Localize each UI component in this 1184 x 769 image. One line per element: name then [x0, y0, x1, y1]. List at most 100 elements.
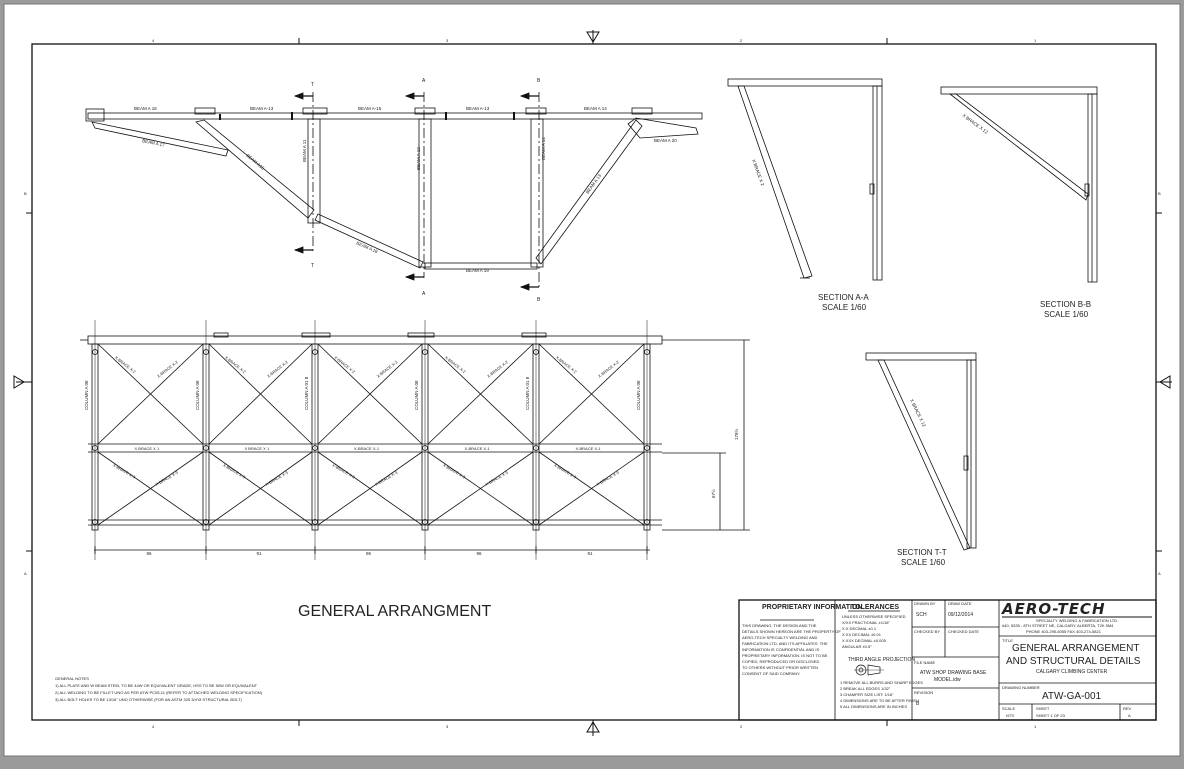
proprietary-line: TO OTHERS WITHOUT PRIOR WRITTEN — [742, 665, 818, 670]
x-brace-member — [97, 451, 204, 526]
tolerance-note: 2 BREAK ALL EDGES 1/32" — [840, 686, 891, 691]
x-brace-member — [427, 451, 534, 526]
beam-label: BEAM A 14 — [584, 106, 607, 111]
notes-line: 2) ALL WELDING TO BE FILLET UNO AS PER A… — [55, 690, 263, 695]
section-scale: SCALE 1/60 — [1044, 310, 1089, 319]
title-subline: CALGARY CLIMBING CENTER — [1036, 669, 1108, 675]
diagonal-member — [91, 121, 229, 157]
grid-label-side: A — [24, 571, 27, 576]
end-bracket — [627, 117, 699, 139]
column-label: COLUMN A 08 — [84, 380, 89, 410]
tolerance-line: UNLESS OTHERWISE SPECIFIED — [842, 614, 906, 619]
rev-label: REV — [1123, 706, 1132, 711]
beam-label: BEAM A-13 — [466, 106, 490, 111]
gusset-plate — [422, 445, 428, 451]
x-brace-member — [97, 343, 204, 445]
tolerance-line: X.XX DECIMAL ±0.01 — [842, 632, 882, 637]
tolerance-note: 5 ALL DIMENSIONS ARE IN INCHES — [840, 704, 907, 709]
x-brace-member — [538, 451, 645, 526]
gusset-plate — [203, 349, 209, 355]
plan-view — [85, 92, 703, 291]
scale-label: SCALE — [1002, 706, 1015, 711]
rev-value: A — [1128, 713, 1131, 718]
company-phone: PHONE 403-295-6055 FAX 403-274-5821 — [1026, 629, 1102, 634]
beam-connection-plate — [414, 107, 436, 115]
tolerance-line: X.X DECIMAL ±0.1 — [842, 626, 877, 631]
proprietary-line: DETAILS SHOWN HEREON ARE THE PROPERTY OF — [742, 629, 841, 634]
beam-label: BEAM A-15 — [358, 106, 382, 111]
beam-connection-plate — [631, 107, 653, 115]
tolerances-heading: TOLERANCES — [851, 604, 899, 611]
section-t-t — [865, 352, 977, 551]
section-title: SECTION T-T — [897, 548, 947, 557]
grid-labels: 4 3 2 1 4 3 2 1 B A B A — [24, 38, 1161, 729]
elevation-braces — [94, 343, 648, 554]
vertical-member — [307, 118, 321, 224]
gusset-plate — [312, 445, 318, 451]
checked-label: CHECKED BY — [914, 629, 940, 634]
elevation-columns — [91, 320, 651, 560]
proprietary-heading: PROPRIETARY INFORMATION — [762, 604, 862, 611]
projection-symbol-icon — [854, 664, 884, 676]
grid-label-bottom: 3 — [446, 724, 449, 729]
grid-label-side: B — [1158, 191, 1161, 196]
column-label: COLUMN A 08 — [636, 380, 641, 410]
elevation-view — [80, 320, 750, 560]
revision-label: REVISION — [914, 690, 933, 695]
gusset-plate — [533, 445, 539, 451]
gusset-plate — [92, 519, 98, 525]
proprietary-line: COPIED, REPRODUCED OR DISCLOSED — [742, 659, 819, 664]
drawn-value: SCH — [916, 612, 927, 618]
cut-mark: T — [311, 263, 314, 269]
tolerance-note: 4 DIMENSIONS ARE TO BE AFTER FINISH — [840, 698, 919, 703]
revision-value: B — [916, 701, 920, 707]
cut-mark: B — [537, 78, 541, 84]
company-address: #40, 5335 - 8TH STREET NE, CALGARY, ALBE… — [1002, 623, 1114, 628]
frame-marks — [13, 30, 1172, 736]
x-brace-label: X-BRACE X-1 — [465, 446, 491, 451]
title-line: AND STRUCTURAL DETAILS — [1006, 656, 1141, 667]
gusset-plate — [92, 349, 98, 355]
tolerance-line: X.XXX DECIMAL ±0.005 — [842, 638, 887, 643]
gusset-plate — [644, 519, 650, 525]
beam-label: BEAM A 20 — [654, 138, 677, 143]
gusset-plate — [312, 519, 318, 525]
gusset-plate — [203, 445, 209, 451]
drawing-number-label: DRAWING NUMBER — [1002, 685, 1040, 690]
tolerance-note: 1 REMOVE ALL BURRS AND SHARP EDGES — [840, 680, 923, 685]
beam-connection-plate — [194, 107, 216, 115]
column-label: COLUMN A 01 8 — [304, 376, 309, 410]
beam-end-plate — [85, 108, 105, 122]
main-beam — [87, 112, 703, 120]
elevation-labels: COLUMN A 08 COLUMN A 08 COLUMN A 01 8 COLUM… — [84, 355, 641, 556]
section-title: SECTION A-A — [818, 293, 869, 302]
bay-dimension: 96 — [477, 551, 483, 556]
diagonal-member — [314, 213, 424, 269]
x-brace-label: X-BRACE X-1 — [354, 446, 380, 451]
x-brace-label: X BRACE X 1 — [135, 446, 160, 451]
bottom-member — [424, 262, 538, 270]
date-label: DRAW DATE — [948, 601, 972, 606]
section-a-a — [727, 78, 883, 281]
beam-label: BEAM A 12 — [416, 147, 421, 170]
section-scale: SCALE 1/60 — [901, 558, 946, 567]
file-value: MODEL.idw — [934, 677, 961, 683]
beam-label: BEAM A 17 — [142, 138, 166, 148]
checked-date-label: CHECKED DATE — [948, 629, 979, 634]
gusset-plate — [312, 349, 318, 355]
grid-label-top: 3 — [446, 38, 449, 43]
gusset-plate — [533, 519, 539, 525]
tolerance-line: X/XX FRACTIONAL ±1/16" — [842, 620, 891, 625]
file-label: FILE NAME — [914, 660, 935, 665]
sheet-value: SHEET 1 OF 23 — [1036, 713, 1066, 718]
x-brace-member — [317, 451, 423, 526]
proprietary-text: THIS DRAWING, THE DESIGN AND THEDETAILS … — [742, 623, 841, 676]
column-label: COLUMN A 08 — [414, 380, 419, 410]
general-notes: GENERAL NOTES 1) ALL PLATE AND W BEAM ST… — [55, 676, 263, 702]
height-dimension: 67½ — [710, 489, 716, 498]
projection-label: THIRD ANGLE PROJECTION — [848, 657, 915, 663]
beam-label: BEAM A-13 — [250, 106, 274, 111]
